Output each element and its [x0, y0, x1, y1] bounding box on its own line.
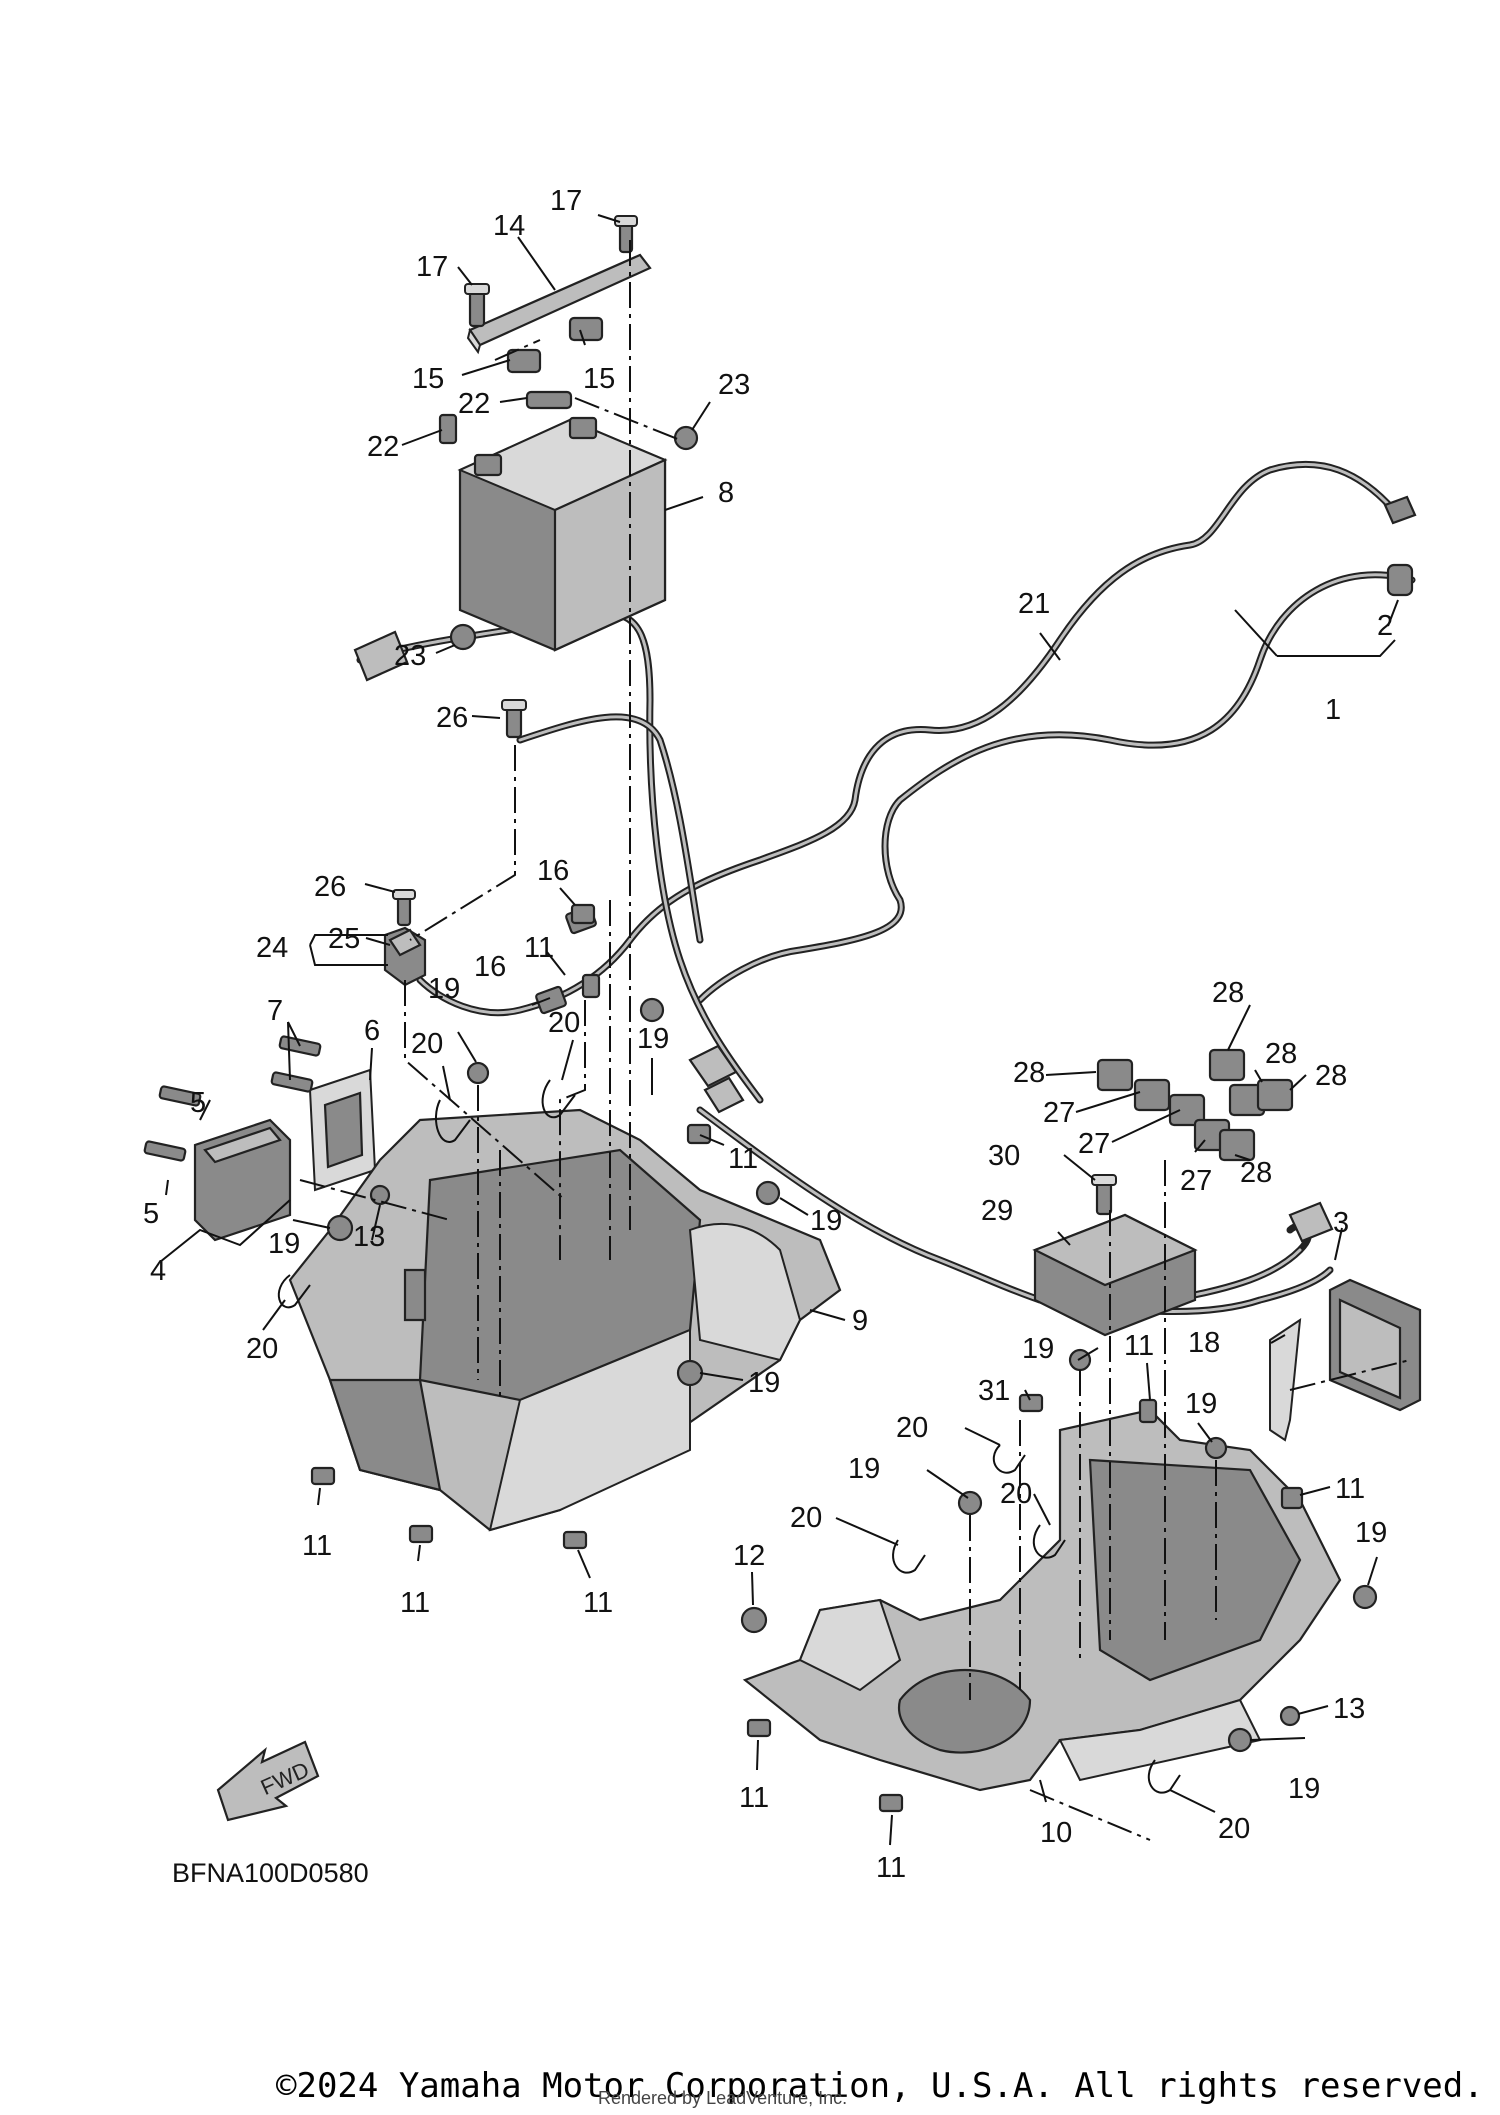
- callout-11: 11: [1124, 1330, 1154, 1362]
- callout-19: 19: [1355, 1517, 1387, 1549]
- forward-direction-arrow: FWD: [216, 1740, 320, 1822]
- right-battery-tray: [742, 1408, 1342, 1792]
- callout-13: 13: [1333, 1693, 1365, 1725]
- assembly-lines: [299, 240, 1411, 1841]
- callout-6: 6: [364, 1015, 380, 1047]
- callout-3: 3: [1333, 1207, 1349, 1239]
- callout-30: 30: [988, 1140, 1020, 1172]
- callout-20: 20: [896, 1412, 928, 1444]
- callout-18: 18: [1188, 1327, 1220, 1359]
- callout-26: 26: [436, 702, 468, 734]
- small-hardware: [277, 903, 1378, 1813]
- callout-19: 19: [810, 1205, 842, 1237]
- callout-20: 20: [411, 1028, 443, 1060]
- callout-23: 23: [394, 640, 426, 672]
- battery-assembly: [438, 215, 699, 739]
- callout-11: 11: [583, 1587, 613, 1619]
- callout-28: 28: [1013, 1057, 1045, 1089]
- callout-11: 11: [739, 1782, 769, 1814]
- leader-lines: [159, 214, 1399, 1846]
- callout-20: 20: [1000, 1478, 1032, 1510]
- callout-24: 24: [256, 932, 288, 964]
- callout-28: 28: [1265, 1038, 1297, 1070]
- callout-11: 11: [524, 932, 554, 964]
- callout-5: 5: [143, 1198, 159, 1230]
- callout-23: 23: [718, 369, 750, 401]
- callout-12: 12: [733, 1540, 765, 1572]
- callout-22: 22: [367, 431, 399, 463]
- callout-25: 25: [328, 923, 360, 955]
- callout-20: 20: [1218, 1813, 1250, 1845]
- callout-19: 19: [848, 1453, 880, 1485]
- relay-cluster: [1096, 1048, 1294, 1162]
- regulator-group: [143, 1035, 377, 1242]
- diagram-code: BFNA100D0580: [172, 1858, 369, 1888]
- callout-19: 19: [748, 1367, 780, 1399]
- callout-19: 19: [1288, 1773, 1320, 1805]
- callout-9: 9: [852, 1305, 868, 1337]
- callout-21: 21: [1018, 588, 1050, 620]
- callout-17: 17: [416, 251, 448, 283]
- callout-17: 17: [550, 185, 582, 217]
- callout-20: 20: [548, 1007, 580, 1039]
- callout-31: 31: [978, 1375, 1010, 1407]
- callout-19: 19: [428, 973, 460, 1005]
- callout-5: 5: [190, 1087, 206, 1119]
- callout-11: 11: [400, 1587, 430, 1619]
- callout-13: 13: [353, 1221, 385, 1253]
- callout-14: 14: [493, 210, 525, 242]
- callout-20: 20: [790, 1502, 822, 1534]
- callout-16: 16: [474, 951, 506, 983]
- callout-15: 15: [583, 363, 615, 395]
- callout-27: 27: [1043, 1097, 1075, 1129]
- callout-22: 22: [458, 388, 490, 420]
- callout-28: 28: [1240, 1157, 1272, 1189]
- callout-labels: 17 14 17 15 15 22 23 22 8 21 2 1 23 26 2…: [143, 185, 1393, 1884]
- callout-19: 19: [1185, 1388, 1217, 1420]
- callout-16: 16: [537, 855, 569, 887]
- callout-29: 29: [981, 1195, 1013, 1227]
- callout-7: 7: [267, 995, 283, 1027]
- left-relay-group: [383, 889, 601, 1015]
- right-box-group: [1269, 1278, 1422, 1442]
- callout-2: 2: [1377, 610, 1393, 642]
- callout-28: 28: [1315, 1060, 1347, 1092]
- callout-26: 26: [314, 871, 346, 903]
- callout-11: 11: [1335, 1473, 1365, 1505]
- callout-4: 4: [150, 1255, 166, 1287]
- callout-19: 19: [637, 1023, 669, 1055]
- callout-11: 11: [876, 1852, 906, 1884]
- callout-1: 1: [1325, 694, 1341, 726]
- callout-20: 20: [246, 1333, 278, 1365]
- callout-15: 15: [412, 363, 444, 395]
- callout-10: 10: [1040, 1817, 1072, 1849]
- callout-11: 11: [728, 1143, 758, 1175]
- callout-19: 19: [1022, 1333, 1054, 1365]
- callout-27: 27: [1180, 1165, 1212, 1197]
- callout-28: 28: [1212, 977, 1244, 1009]
- callout-27: 27: [1078, 1128, 1110, 1160]
- callout-11: 11: [302, 1530, 332, 1562]
- callout-19: 19: [268, 1228, 300, 1260]
- callout-8: 8: [718, 477, 734, 509]
- render-credit: Rendered by LeadVenture, Inc.: [598, 2088, 848, 2108]
- copyright-notice: ©2024 Yamaha Motor Corporation, U.S.A. A…: [276, 2066, 1484, 2106]
- control-unit: [1032, 1174, 1198, 1337]
